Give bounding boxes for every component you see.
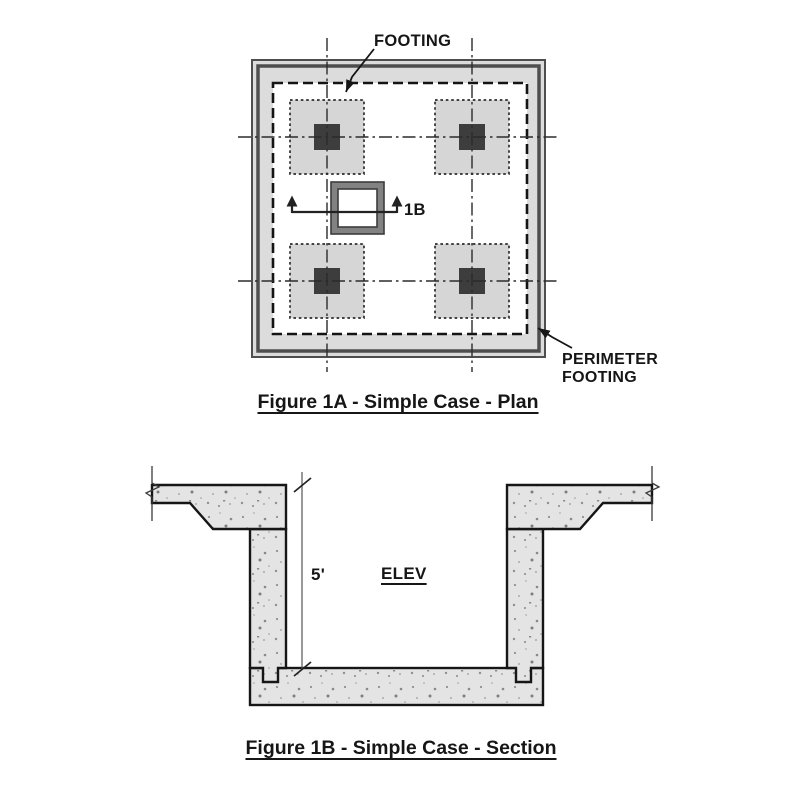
figure-1b-caption: Figure 1B - Simple Case - Section [201,737,601,760]
perimeter-footing-label-line1: PERIMETER [562,351,659,368]
elevator-shaft-wall-inner [337,188,378,228]
figure-1a-caption: Figure 1A - Simple Case - Plan [198,391,598,414]
dimension-tick-top [293,477,312,493]
section-cut-arrow-left [286,195,298,207]
section-cut-arrow-right [391,195,403,207]
perimeter-footing-label-line2: FOOTING [562,368,637,386]
plan-outer-wall-inner-line [256,64,541,353]
pit-depth-label: 5' [311,565,326,584]
dimension-tick-bottom [293,661,312,677]
figure-1b-caption-text: Figure 1B - Simple Case - Section [245,737,557,759]
pit-base-slab [248,666,545,707]
pit-wall-left [248,527,288,684]
floor-slab-right [505,483,654,531]
perimeter-footing-label: PERIMETER FOOTING [562,351,658,386]
perimeter-footing-leader-arrow [537,327,573,349]
footing-leader-arrow [345,48,375,93]
break-line-right [644,466,661,521]
footing-label: FOOTING [374,32,452,50]
section-marker-label: 1B [404,201,426,219]
floor-slab-left [150,483,288,531]
figure-1a-caption-text: Figure 1A - Simple Case - Plan [257,391,539,413]
elevator-label: ELEV [381,564,427,583]
break-line-left [144,466,161,521]
plan-figure [238,38,573,372]
section-figure [144,466,661,707]
pit-wall-right [505,527,545,684]
